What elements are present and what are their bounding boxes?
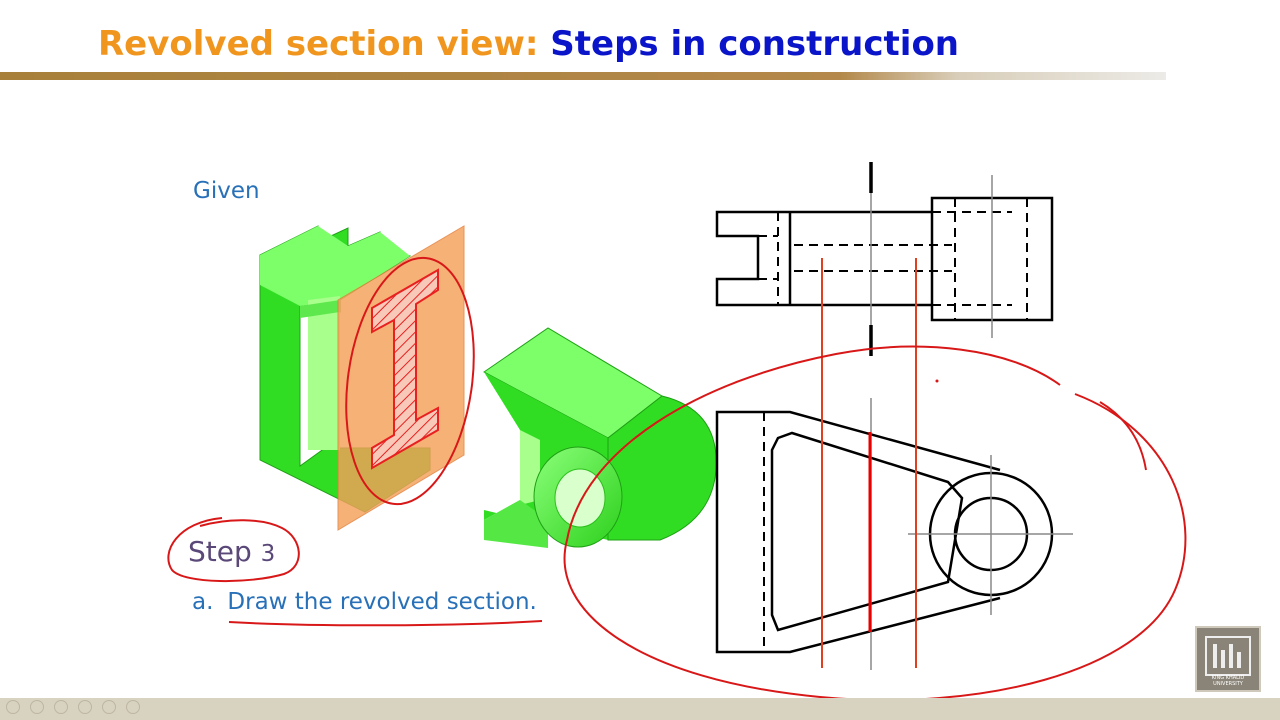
step-label: Step 3	[188, 535, 275, 568]
more-icon[interactable]	[126, 700, 140, 714]
title-part-blue: Steps in construction	[550, 24, 960, 64]
zoom-icon[interactable]	[102, 700, 116, 714]
rotated-ibeam-section	[371, 268, 439, 470]
annotation-dot	[935, 379, 939, 383]
slide-title: Revolved section view: Steps in construc…	[98, 24, 959, 64]
section-highlight-ellipse	[345, 256, 475, 506]
annotation-stroke	[1099, 401, 1147, 471]
pen-icon[interactable]	[54, 700, 68, 714]
instruction-underline	[228, 620, 543, 627]
university-logo: KING KHALID UNIVERSITY	[1195, 626, 1261, 692]
front-orthographic-view	[715, 410, 1054, 654]
slides-icon[interactable]	[78, 700, 92, 714]
step-circle-annotation	[167, 517, 300, 583]
isometric-ibeam-part	[259, 225, 431, 513]
step-number: 3	[260, 541, 276, 567]
annotation-ellipse	[563, 345, 1187, 702]
revolved-section-projection-lines	[821, 258, 917, 668]
isometric-bracket-part	[483, 327, 717, 548]
step-instruction: a. Draw the revolved section.	[192, 589, 537, 615]
title-underline-bar	[0, 72, 1166, 80]
front-view-centerlines	[870, 398, 1073, 670]
top-orthographic-view	[715, 196, 1054, 322]
instruction-text: Draw the revolved section.	[227, 589, 537, 615]
title-part-orange: Revolved section view:	[98, 24, 551, 64]
given-label: Given	[193, 178, 260, 204]
prev-icon[interactable]	[6, 700, 20, 714]
logo-text: KING KHALID UNIVERSITY	[1211, 675, 1245, 687]
logo-emblem	[1205, 636, 1251, 676]
top-view-centerlines	[870, 175, 993, 345]
step-word: Step	[188, 535, 252, 568]
slide-footer-bar	[0, 698, 1280, 720]
instruction-marker: a.	[192, 589, 214, 615]
next-icon[interactable]	[30, 700, 44, 714]
